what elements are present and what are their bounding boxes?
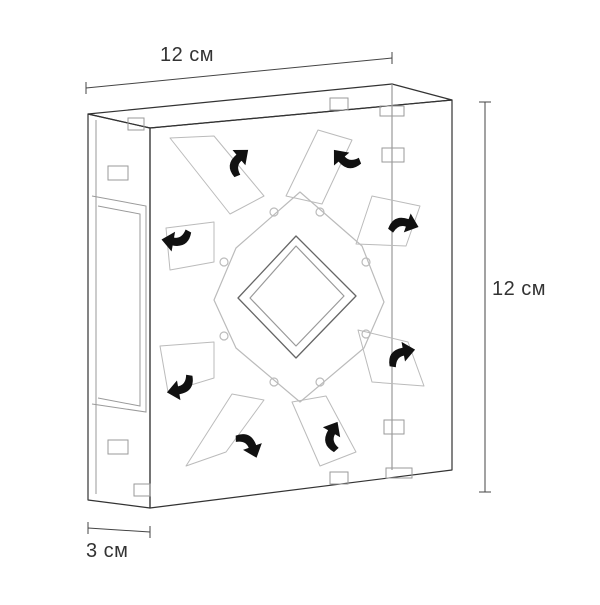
height-dimension-label: 12 см — [492, 278, 547, 300]
box-front-face — [149, 99, 453, 509]
lamp-arms — [159, 129, 425, 467]
depth-dimension-line — [87, 527, 151, 533]
depth-dimension-label: 3 см — [86, 540, 129, 562]
direction-arrows — [161, 149, 419, 458]
central-hub — [213, 191, 385, 403]
hub-window — [237, 235, 357, 359]
curved-arrow-icon — [333, 149, 362, 169]
curved-arrow-icon — [389, 341, 416, 368]
width-dimension-label: 12 см — [160, 44, 215, 66]
width-dimension-line — [85, 57, 393, 89]
dimension-lines — [85, 52, 491, 538]
arm-bottom-left — [185, 393, 265, 467]
curved-arrow-icon — [235, 434, 262, 458]
box-side-face — [87, 113, 151, 509]
curved-arrow-icon — [161, 229, 192, 252]
arm-left-upper — [165, 221, 215, 271]
arm-bottom-right — [291, 395, 357, 467]
curved-arrow-icon — [322, 421, 341, 453]
arm-right-upper — [355, 195, 421, 247]
curved-arrow-icon — [229, 149, 249, 178]
arm-right-lower — [357, 329, 425, 387]
inner-frame — [91, 97, 413, 497]
curved-arrow-icon — [388, 213, 419, 233]
arm-top-left — [169, 135, 265, 215]
curved-arrow-icon — [166, 374, 193, 401]
arm-top-right — [285, 129, 353, 205]
arm-left-lower — [159, 341, 215, 393]
